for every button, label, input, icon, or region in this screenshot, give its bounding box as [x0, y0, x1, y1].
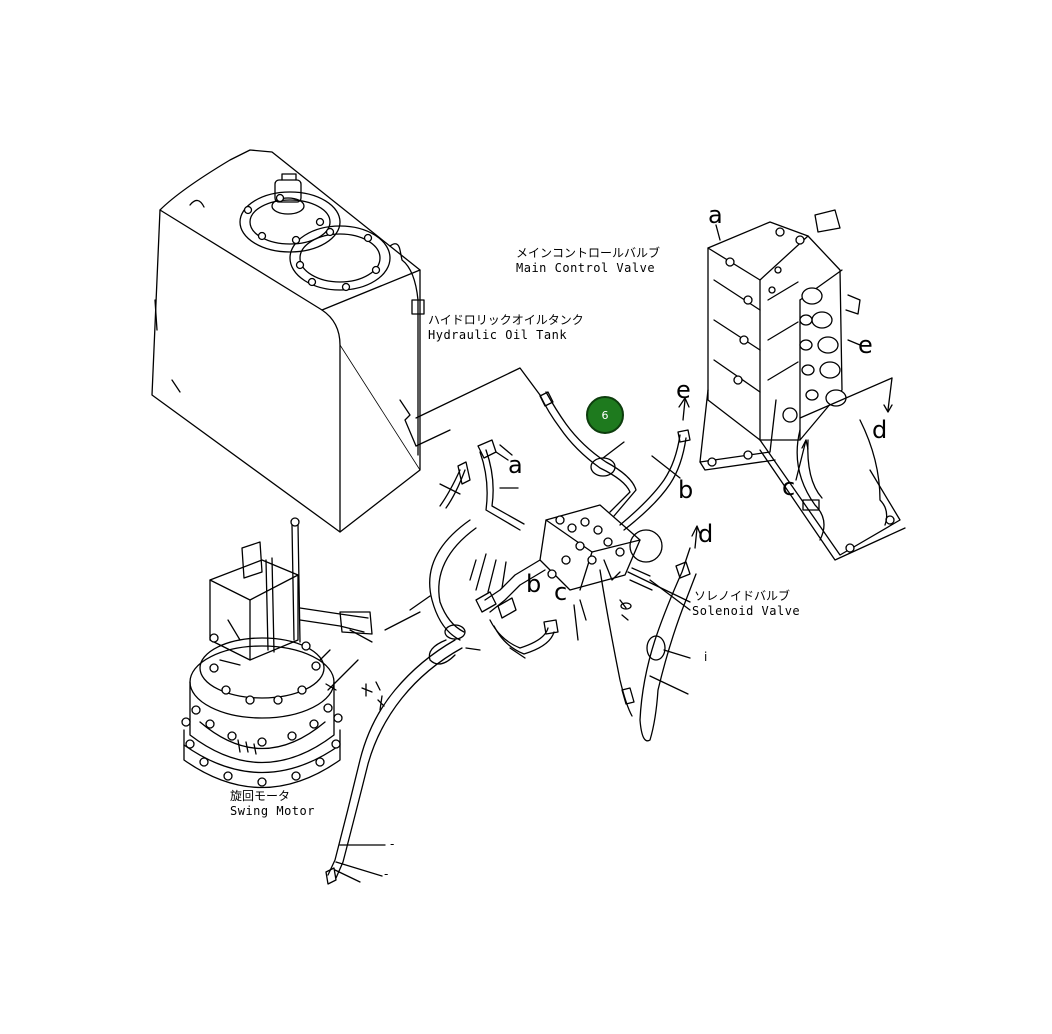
- hydraulic-oil-tank: [151, 149, 451, 533]
- connection-letter-d-hose: d: [698, 520, 714, 548]
- swing-motor: [181, 517, 373, 789]
- connection-letter-e-hose: e: [676, 376, 691, 404]
- hydraulic-oil-tank-label-en: Hydraulic Oil Tank: [428, 328, 568, 342]
- connection-letter-b-solenoid: b: [526, 570, 542, 598]
- connection-letter-e-valve: e: [858, 331, 873, 359]
- leader-dash-1: -: [390, 837, 395, 851]
- connection-letter-d-valve: d: [872, 416, 888, 444]
- hoses: [325, 391, 702, 885]
- leader-tick-1: i: [704, 650, 708, 664]
- solenoid-valve: [469, 504, 691, 641]
- connection-letter-c-valve: c: [782, 473, 796, 501]
- swing-motor-label-en: Swing Motor: [230, 804, 315, 818]
- connection-letter-a-valve: a: [708, 201, 723, 229]
- main-control-valve-label-en: Main Control Valve: [516, 261, 656, 275]
- hydraulic-oil-tank-label-jp: ハイドロリックオイルタンク: [428, 313, 584, 327]
- swing-motor-label-jp: 旋回モータ: [230, 789, 291, 803]
- control-valve-leaders: [715, 224, 893, 481]
- main-control-valve: [699, 209, 906, 561]
- connection-letter-a-hose: a: [508, 451, 523, 479]
- callout-number: 6: [601, 408, 609, 422]
- connection-letter-c-solenoid: c: [554, 578, 568, 606]
- fittings: [361, 681, 385, 711]
- callout-badge-6[interactable]: 6: [586, 396, 624, 434]
- solenoid-valve-label-en: Solenoid Valve: [692, 604, 801, 618]
- tank-hose-leader: [415, 367, 541, 419]
- solenoid-leader: [627, 571, 691, 603]
- solenoid-valve-label-jp: ソレノイドバルブ: [694, 589, 791, 603]
- connection-letter-b-hose: b: [678, 476, 694, 504]
- main-control-valve-label-jp: メインコントロールバルブ: [516, 246, 661, 260]
- leader-dash-2: -: [384, 867, 389, 881]
